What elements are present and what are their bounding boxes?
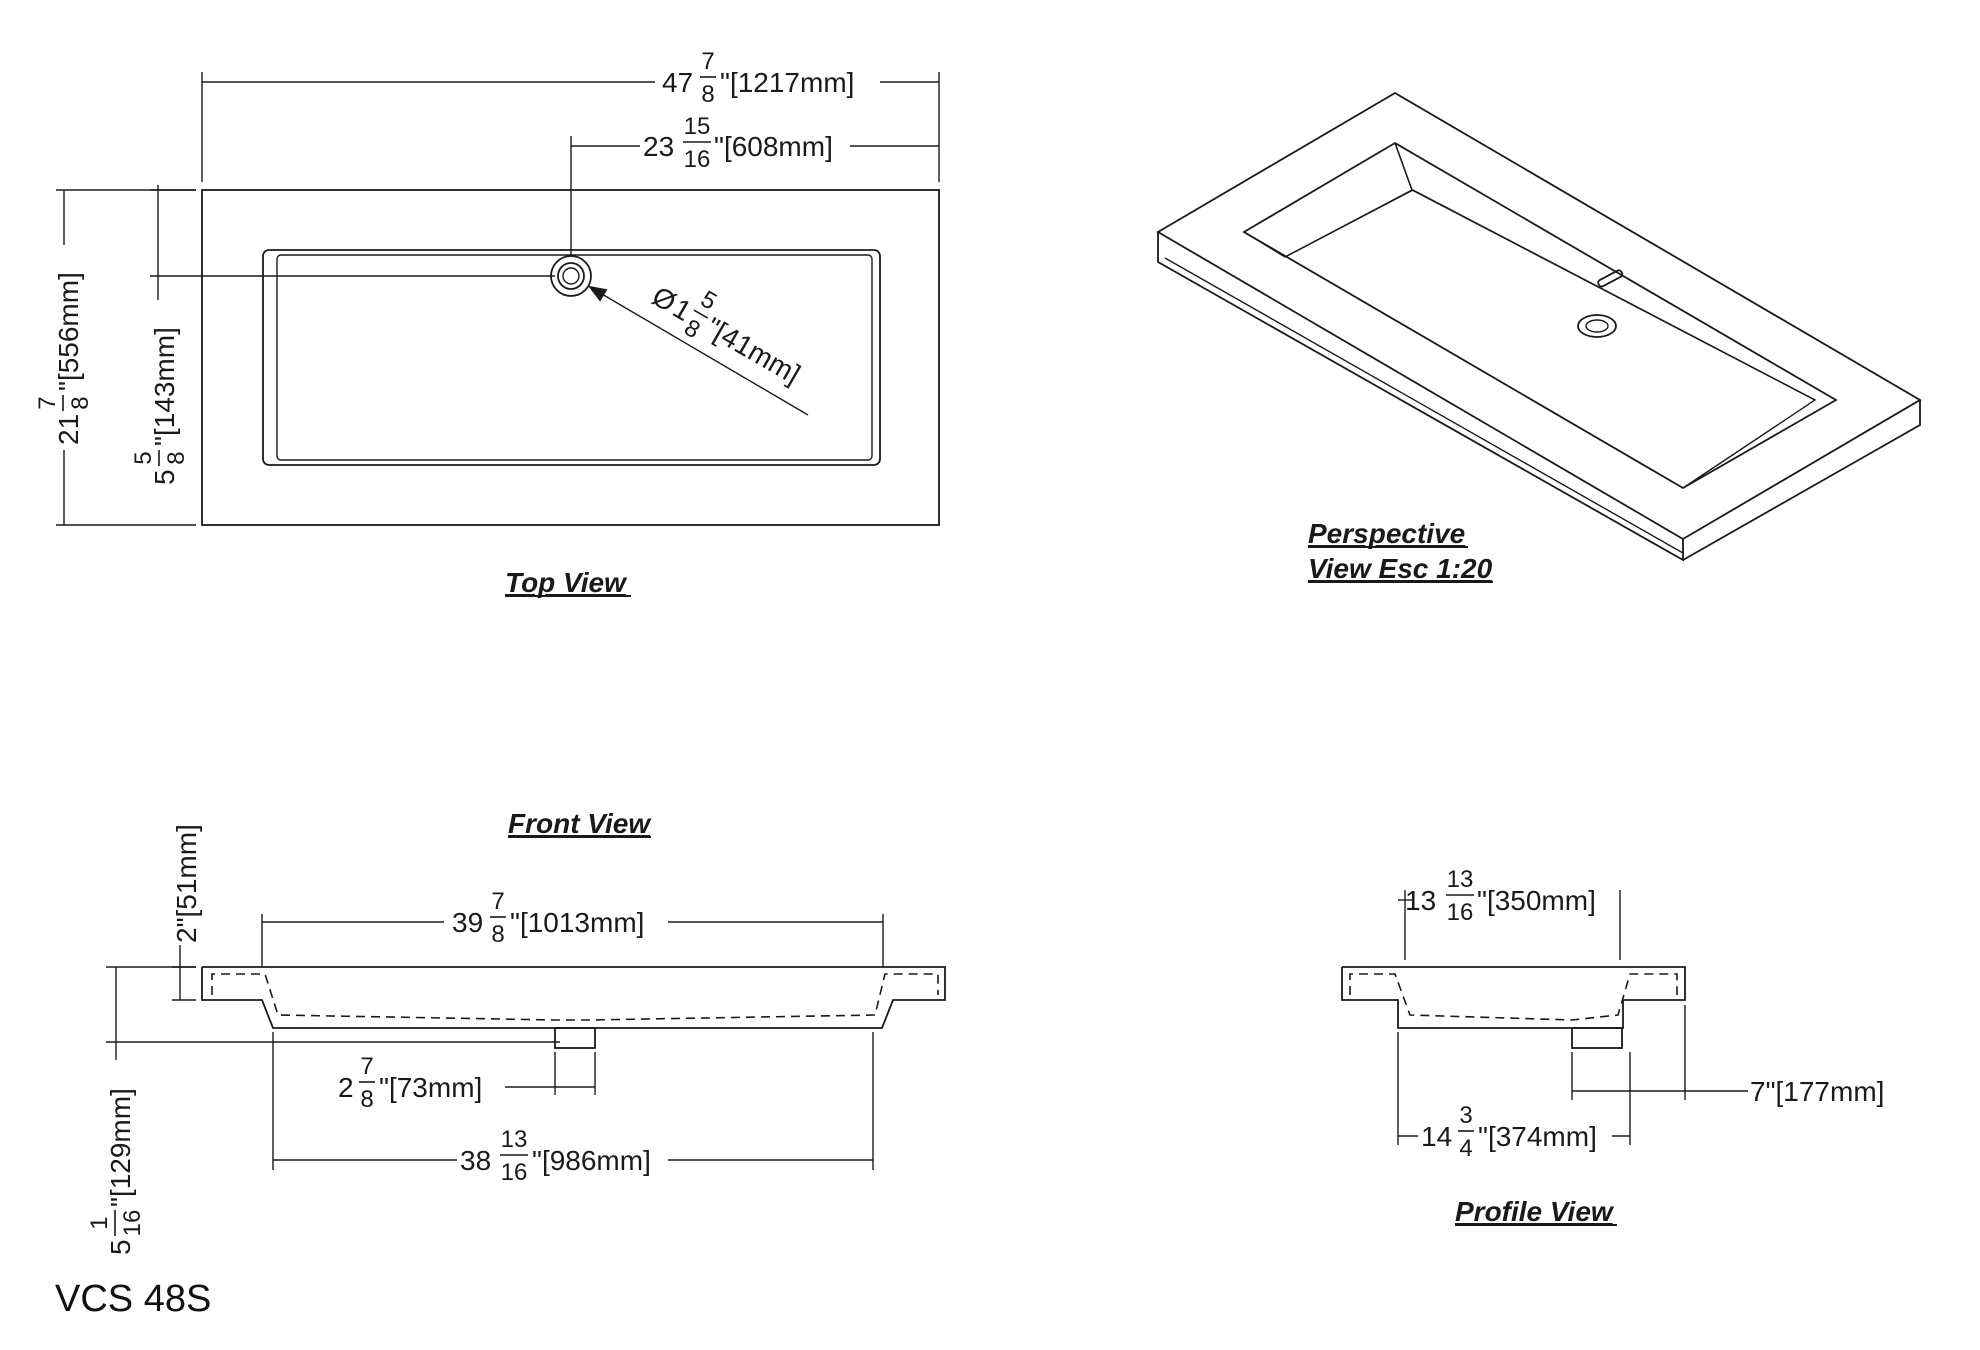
dim-basin-bottom-width-den: 16	[501, 1159, 528, 1186]
dim-basin-bottom-width-metric: "[986mm]	[532, 1145, 651, 1176]
perspective-view-label-1: Perspective	[1308, 518, 1465, 549]
front-view-drain-outlet	[554, 1027, 596, 1049]
dim-profile-overall-metric: "[374mm]	[1478, 1121, 1597, 1152]
perspective-drain-inner	[1585, 319, 1609, 333]
dim-profile-drain-text: 7"[177mm]	[1750, 1076, 1884, 1107]
dim-profile-drain: 7"[177mm]	[1571, 1005, 1884, 1107]
dim-overall-width: 47 7 8 "[1217mm]	[201, 48, 940, 182]
dim-drain-outlet-den: 8	[360, 1086, 373, 1113]
dim-basin-bottom-width-num: 13	[501, 1126, 528, 1153]
drain-icon	[550, 255, 592, 297]
dim-overall-depth: 21 7 8 "[556mm]	[34, 189, 196, 526]
profile-view-label: Profile View	[1455, 1196, 1615, 1227]
dim-drain-from-back-num: 5	[130, 451, 157, 464]
dim-drain-diameter: Ø 1 5 8 "[41mm]	[587, 280, 809, 416]
dim-overall-width-whole: 47	[662, 67, 693, 98]
profile-view-drain-outlet	[1571, 1027, 1623, 1049]
dim-profile-overall-whole: 14	[1421, 1121, 1452, 1152]
model-number: VCS 48S	[55, 1278, 212, 1320]
dim-total-height-whole: 5	[105, 1239, 136, 1255]
dim-profile-basin-depth: 13 13 16 "[350mm]	[1398, 866, 1621, 960]
perspective-basin-back	[1243, 142, 1413, 258]
perspective-top-surface	[1156, 91, 1922, 541]
dim-total-height-den: 16	[119, 1210, 146, 1237]
dim-profile-basin-depth-num: 13	[1447, 866, 1474, 893]
perspective-overflow-slot	[1597, 269, 1624, 288]
dim-drain-offset-whole: 23	[643, 131, 674, 162]
front-view: Front View 2"[51mm] 39 7 8 "[1013mm]	[86, 808, 946, 1255]
dim-total-height-metric: "[129mm]	[105, 1088, 136, 1207]
dim-profile-overall-num: 3	[1459, 1102, 1472, 1129]
leader-arrowhead	[587, 285, 608, 302]
dim-drain-outlet: 2 7 8 "[73mm]	[338, 1052, 596, 1113]
top-view: 47 7 8 "[1217mm] 23 15 16 "[608mm] 21 7	[34, 48, 940, 598]
perspective-front-edge	[1157, 232, 1684, 562]
dim-drain-outlet-whole: 2	[338, 1072, 354, 1103]
perspective-basin-rim	[1242, 141, 1838, 490]
profile-view: 13 13 16 "[350mm] 7"[177mm] 14 3 4 "[374…	[1341, 866, 1884, 1227]
perspective-drain-icon	[1577, 314, 1617, 338]
dim-profile-overall-den: 4	[1459, 1135, 1472, 1162]
dim-overall-depth-den: 8	[67, 396, 94, 409]
dim-drain-outlet-metric: "[73mm]	[379, 1072, 482, 1103]
front-view-hidden-basin	[211, 973, 939, 1021]
profile-view-hidden-basin	[1349, 973, 1678, 1021]
dim-drain-from-back-metric: "[143mm]	[149, 327, 180, 446]
dim-overall-width-metric: "[1217mm]	[720, 67, 854, 98]
dim-overall-width-den: 8	[701, 81, 714, 108]
dim-basin-bottom-width: 38 13 16 "[986mm]	[272, 1032, 874, 1186]
dim-basin-bottom-width-whole: 38	[460, 1145, 491, 1176]
dim-drain-from-back-whole: 5	[149, 469, 180, 485]
perspective-side-edge	[1682, 400, 1921, 561]
dim-drain-from-back-den: 8	[163, 451, 190, 464]
dim-profile-basin-depth-den: 16	[1447, 899, 1474, 926]
front-view-label: Front View	[508, 808, 652, 839]
dim-profile-basin-depth-metric: "[350mm]	[1477, 885, 1596, 916]
profile-view-outline	[1341, 966, 1686, 1029]
dim-drain-offset: 23 15 16 "[608mm]	[570, 113, 939, 256]
top-view-label: Top View	[505, 567, 628, 598]
perspective-view-label-2: View Esc 1:20	[1308, 553, 1493, 584]
dim-drain-from-back: 5 5 8 "[143mm]	[130, 185, 555, 485]
dim-drain-offset-metric: "[608mm]	[714, 131, 833, 162]
dim-rim-height: 2"[51mm]	[171, 824, 202, 1001]
perspective-view: Perspective View Esc 1:20	[1156, 91, 1922, 584]
front-view-outline	[201, 966, 946, 1029]
dim-total-height-num: 1	[86, 1216, 113, 1229]
dim-rim-height-text: 2"[51mm]	[171, 824, 202, 943]
drain-inner-ring	[557, 262, 585, 290]
dim-drain-outlet-num: 7	[360, 1053, 373, 1080]
dim-basin-top-width-whole: 39	[452, 907, 483, 938]
dim-overall-width-num: 7	[701, 48, 714, 75]
dim-basin-top-width: 39 7 8 "[1013mm]	[261, 888, 884, 967]
dim-drain-offset-num: 15	[684, 113, 711, 140]
dim-basin-top-width-metric: "[1013mm]	[510, 907, 644, 938]
dim-profile-basin-depth-whole: 13	[1405, 885, 1436, 916]
dim-basin-top-width-num: 7	[491, 888, 504, 915]
drain-center	[562, 267, 580, 285]
dim-profile-overall: 14 3 4 "[374mm]	[1397, 1032, 1631, 1162]
perspective-basin-floor	[1284, 189, 1817, 489]
top-view-basin-inner	[276, 254, 873, 461]
dim-overall-depth-whole: 21	[53, 414, 84, 445]
dim-overall-depth-metric: "[556mm]	[53, 272, 84, 391]
dim-overall-depth-num: 7	[34, 396, 61, 409]
dim-drain-offset-den: 16	[684, 146, 711, 173]
dim-total-height: 5 1 16 "[129mm]	[86, 966, 560, 1255]
dim-drain-diameter-metric: "[41mm]	[701, 311, 806, 389]
dim-basin-top-width-den: 8	[491, 921, 504, 948]
